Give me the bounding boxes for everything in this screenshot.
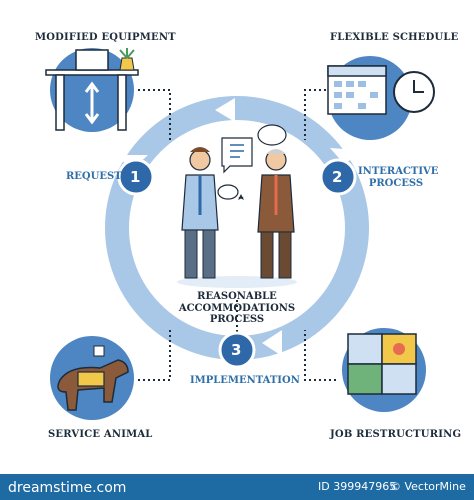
height-adjust-arrow-icon <box>84 81 100 125</box>
center-title-line1: REASONABLE <box>197 291 277 302</box>
service-animal-label: SERVICE ANIMAL <box>48 429 153 440</box>
connector-equipment <box>138 89 171 140</box>
step-label-implementation: IMPLEMENTATION <box>190 375 300 386</box>
modified-equipment-label: MODIFIED EQUIPMENT <box>35 32 176 43</box>
connector-lines <box>138 89 336 381</box>
puzzle-illustration <box>342 328 426 412</box>
step-number-2: 2 <box>332 168 343 186</box>
step-number-3: 3 <box>231 341 242 359</box>
dog-illustration <box>50 336 134 420</box>
thumbs-up-icon <box>93 345 105 357</box>
document-bubble-icon <box>221 137 253 174</box>
step-badge-1 <box>117 158 155 196</box>
footer-site[interactable]: dreamstime.com <box>8 480 127 496</box>
connector-schedule <box>304 89 336 140</box>
footer-author: © VectorMine <box>390 480 466 493</box>
footer-bar: dreamstime.com ID 399947965 © VectorMine <box>0 474 474 500</box>
calendar-clock-illustration <box>327 56 435 140</box>
step-label-interactive-line2: PROCESS <box>368 178 424 189</box>
speech-bubble-icon <box>257 124 287 146</box>
footer-id: ID 399947965 <box>318 480 397 493</box>
connector-animal <box>138 330 171 381</box>
center-title-line2: ACCOMMODATIONS <box>178 302 296 314</box>
step-label-request: REQUEST <box>66 171 122 182</box>
step-badge-2 <box>319 158 357 196</box>
step-number-1: 1 <box>130 168 141 186</box>
gauge-icon <box>393 343 405 355</box>
flexible-schedule-label: FLEXIBLE SCHEDULE <box>330 32 459 43</box>
people-illustration <box>177 124 297 288</box>
job-restructuring-label: JOB RESTRUCTURING <box>330 429 462 440</box>
step-label-interactive-process: INTERACTIVE PROCESS <box>358 166 439 190</box>
center-title-line3: PROCESS <box>209 314 265 325</box>
step-badge-3 <box>218 331 256 369</box>
center-title: REASONABLE ACCOMMODATIONS PROCESS <box>172 291 302 326</box>
step-label-interactive-line1: INTERACTIVE <box>358 166 439 177</box>
sparkle-icon <box>238 194 244 200</box>
vest-icon <box>77 371 105 387</box>
monitor-icon <box>75 49 109 71</box>
connector-restructuring <box>304 330 336 381</box>
desk-illustration <box>45 48 139 132</box>
